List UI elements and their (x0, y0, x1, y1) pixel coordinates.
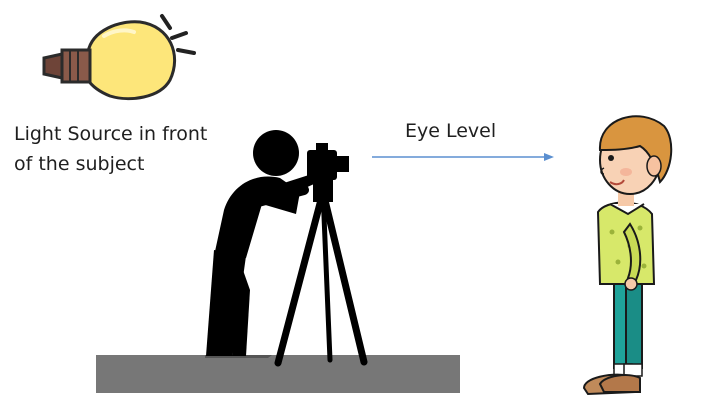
boy-figure-icon (584, 116, 671, 394)
photographer-silhouette-icon (206, 130, 314, 356)
light-source-caption-line1: Light Source in front (14, 121, 207, 147)
eye-level-label: Eye Level (405, 118, 496, 144)
eye-level-arrow (372, 153, 554, 161)
camera-icon (307, 143, 349, 180)
light-bulb-icon (44, 16, 194, 99)
light-source-caption-line2: of the subject (14, 151, 144, 177)
